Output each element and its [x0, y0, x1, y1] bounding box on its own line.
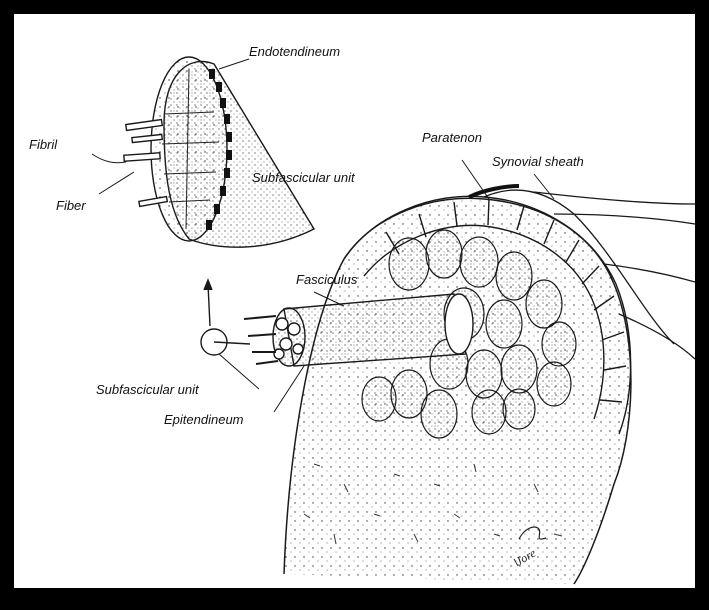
label-subfascicular-unit-top-text: Subfascicular unit: [252, 170, 356, 185]
label-synovial-sheath: Synovial sheath: [492, 154, 584, 169]
label-fasciculus: Fasciculus: [296, 272, 358, 287]
subfascicular-unit-marker: [201, 280, 250, 355]
label-subfascicular-unit-top: Subfascicular unit: [252, 170, 356, 185]
label-endotendineum: Endotendineum: [249, 44, 340, 59]
endotendineum-disc: [124, 57, 314, 247]
label-epitendineum: Epitendineum: [164, 412, 244, 427]
fasciculus-cylinder: [244, 294, 473, 366]
label-subfascicular-unit-bottom: Subfascicular unit: [96, 382, 200, 397]
label-fiber: Fiber: [56, 198, 86, 213]
tendon-structure-illustration: Endotendineum Fibril Fiber Subfascicular…: [14, 14, 695, 588]
label-fibril: Fibril: [29, 137, 58, 152]
illustration-canvas: Endotendineum Fibril Fiber Subfascicular…: [14, 14, 695, 588]
label-paratenon: Paratenon: [422, 130, 482, 145]
